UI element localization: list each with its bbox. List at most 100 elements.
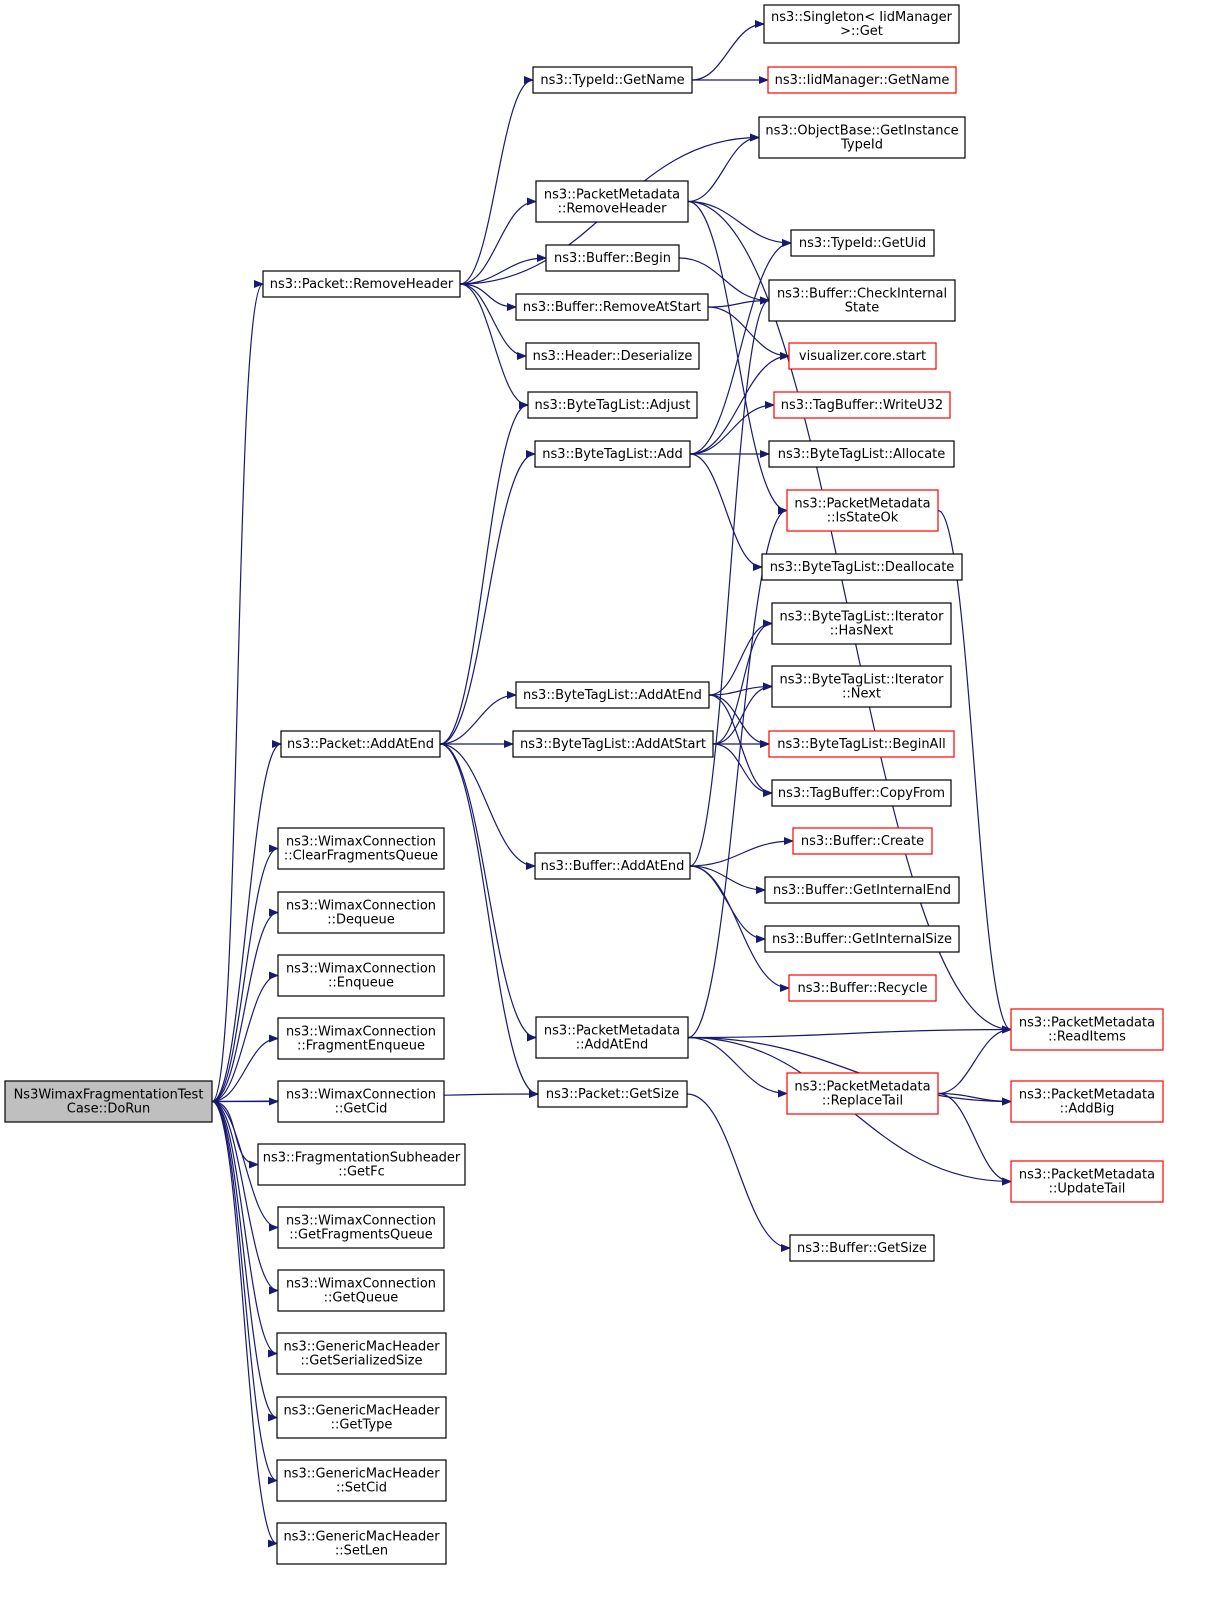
- node-buf-removeatstart[interactable]: ns3::Buffer::RemoveAtStart: [515, 293, 709, 321]
- node-buf-recycle[interactable]: ns3::Buffer::Recycle: [788, 974, 937, 1002]
- node-label: visualizer.core.start: [799, 349, 926, 364]
- node-box: [277, 827, 445, 870]
- edge-pkt-removeheader-to-typeid-getname: [459, 76, 534, 285]
- node-wc-dequeue[interactable]: ns3::WimaxConnection::Dequeue: [277, 891, 445, 934]
- node-pm-addbig[interactable]: ns3::PacketMetadata::AddBig: [1010, 1080, 1164, 1123]
- node-buf-getinternalsize[interactable]: ns3::Buffer::GetInternalSize: [764, 925, 960, 953]
- node-btl-addatstart[interactable]: ns3::ByteTagList::AddAtStart: [512, 730, 714, 758]
- node-wc-enqueue[interactable]: ns3::WimaxConnection::Enqueue: [277, 954, 445, 997]
- node-label: ns3::ByteTagList::AddAtStart: [520, 737, 706, 752]
- node-buf-begin[interactable]: ns3::Buffer::Begin: [545, 244, 680, 272]
- node-gmh-setlen[interactable]: ns3::GenericMacHeader::SetLen: [276, 1522, 447, 1565]
- node-wc-getfragq[interactable]: ns3::WimaxConnection::GetFragmentsQueue: [277, 1206, 445, 1249]
- node-label: ns3::Packet::AddAtEnd: [287, 737, 434, 752]
- node-wc-fragenq[interactable]: ns3::WimaxConnection::FragmentEnqueue: [277, 1017, 445, 1060]
- node-pm-updatetail[interactable]: ns3::PacketMetadata::UpdateTail: [1010, 1160, 1164, 1203]
- node-label: ::Enqueue: [328, 976, 394, 991]
- node-btl-beginall[interactable]: ns3::ByteTagList::BeginAll: [768, 730, 955, 758]
- node-box: [535, 180, 689, 223]
- node-layer: Ns3WimaxFragmentationTestCase::DoRunns3:…: [4, 4, 1164, 1565]
- node-box: [790, 229, 935, 257]
- node-label: ns3::PacketMetadata: [544, 1024, 680, 1039]
- node-btl-allocate[interactable]: ns3::ByteTagList::Allocate: [768, 440, 955, 468]
- node-buf-addatend[interactable]: ns3::Buffer::AddAtEnd: [534, 852, 691, 880]
- node-box: [786, 1072, 939, 1115]
- node-btli-hasnext[interactable]: ns3::ByteTagList::Iterator::HasNext: [771, 602, 952, 645]
- node-pkt-getsize[interactable]: ns3::Packet::GetSize: [537, 1080, 688, 1108]
- node-box: [262, 270, 461, 298]
- node-box: [773, 391, 951, 419]
- node-label: ::SetLen: [335, 1544, 388, 1559]
- node-pkt-removeheader[interactable]: ns3::Packet::RemoveHeader: [262, 270, 461, 298]
- node-frag-getfc[interactable]: ns3::FragmentationSubheader::GetFc: [257, 1143, 466, 1186]
- edge-root-to-pkt-addatend: [211, 740, 282, 1103]
- node-label: ns3::TypeId::GetName: [540, 73, 684, 88]
- node-pm-replacetail[interactable]: ns3::PacketMetadata::ReplaceTail: [786, 1072, 939, 1115]
- node-buf-create[interactable]: ns3::Buffer::Create: [792, 827, 933, 855]
- node-tb-copyfrom[interactable]: ns3::TagBuffer::CopyFrom: [771, 779, 952, 807]
- node-label: ns3::GenericMacHeader: [283, 1530, 440, 1545]
- node-label: ns3::PacketMetadata: [794, 1080, 930, 1095]
- edge-pm-addatend-to-pm-readitems: [687, 1025, 1012, 1039]
- node-pm-removeheader[interactable]: ns3::PacketMetadata::RemoveHeader: [535, 180, 689, 223]
- edge-btl-add-to-vis-start: [689, 352, 790, 455]
- node-vis-start[interactable]: visualizer.core.start: [788, 342, 937, 370]
- node-pm-isstateok[interactable]: ns3::PacketMetadata::IsStateOk: [786, 489, 939, 532]
- edge-buf-removeatstart-to-buf-checkinternal: [707, 296, 770, 308]
- node-btl-adjust[interactable]: ns3::ByteTagList::Adjust: [527, 391, 698, 419]
- node-btl-add[interactable]: ns3::ByteTagList::Add: [534, 440, 691, 468]
- node-box: [788, 342, 937, 370]
- node-iid-getname[interactable]: ns3::IidManager::GetName: [767, 66, 957, 94]
- node-wc-getqueue[interactable]: ns3::WimaxConnection::GetQueue: [277, 1269, 445, 1312]
- node-label: ns3::ObjectBase::GetInstance: [765, 124, 958, 139]
- node-label: ::IsStateOk: [827, 511, 899, 526]
- node-label: Ns3WimaxFragmentationTest: [14, 1088, 204, 1103]
- edge-root-to-gmh-getsersize: [211, 1100, 278, 1358]
- node-box: [525, 342, 700, 370]
- node-label: ::ReplaceTail: [822, 1094, 903, 1109]
- edge-typeid-getname-to-singleton-get: [691, 20, 765, 81]
- edge-root-to-wc-getqueue: [211, 1100, 279, 1295]
- node-btl-deallocate[interactable]: ns3::ByteTagList::Deallocate: [761, 553, 963, 581]
- edge-root-to-gmh-gettype: [211, 1100, 278, 1422]
- node-singleton-get[interactable]: ns3::Singleton< IidManager >::Get: [763, 4, 960, 44]
- node-label: ns3::TagBuffer::CopyFrom: [778, 786, 945, 801]
- node-hdr-deserialize[interactable]: ns3::Header::Deserialize: [525, 342, 700, 370]
- edge-pkt-removeheader-to-hdr-deserialize: [459, 283, 527, 360]
- node-gmh-setcid[interactable]: ns3::GenericMacHeader::SetCid: [276, 1459, 447, 1502]
- node-wc-getcid[interactable]: ns3::WimaxConnection::GetCid: [277, 1080, 445, 1123]
- node-buf-getsize[interactable]: ns3::Buffer::GetSize: [789, 1234, 935, 1262]
- node-box: [537, 1080, 688, 1108]
- node-pm-addatend[interactable]: ns3::PacketMetadata::AddAtEnd: [535, 1016, 689, 1059]
- node-label: ::GetFc: [338, 1165, 385, 1180]
- node-label: ::GetType: [331, 1418, 393, 1433]
- node-label: ns3::Buffer::CheckInternal: [777, 287, 947, 302]
- node-buf-getinternalend[interactable]: ns3::Buffer::GetInternalEnd: [764, 876, 960, 904]
- node-gmh-getsersize[interactable]: ns3::GenericMacHeader::GetSerializedSize: [276, 1332, 447, 1375]
- node-typeid-getname[interactable]: ns3::TypeId::GetName: [532, 66, 693, 94]
- node-box: [1010, 1008, 1164, 1051]
- node-box: [276, 1396, 447, 1439]
- node-label: ns3::TagBuffer::WriteU32: [781, 398, 943, 413]
- node-label: ns3::GenericMacHeader: [283, 1467, 440, 1482]
- node-btli-next[interactable]: ns3::ByteTagList::Iterator::Next: [771, 665, 952, 708]
- edge-pm-replacetail-to-pm-addbig: [937, 1092, 1012, 1106]
- node-btl-addatend[interactable]: ns3::ByteTagList::AddAtEnd: [515, 681, 710, 709]
- node-pkt-addatend[interactable]: ns3::Packet::AddAtEnd: [280, 730, 441, 758]
- edge-btl-add-to-btl-deallocate: [689, 453, 763, 571]
- node-tb-writeu32[interactable]: ns3::TagBuffer::WriteU32: [773, 391, 951, 419]
- edge-root-to-pkt-removeheader: [211, 280, 264, 1103]
- node-label: ::HasNext: [830, 624, 894, 639]
- node-typeid-getuid[interactable]: ns3::TypeId::GetUid: [790, 229, 935, 257]
- edge-root-to-wc-dequeue: [211, 908, 279, 1103]
- node-label: ns3::FragmentationSubheader: [263, 1151, 461, 1166]
- node-pm-readitems[interactable]: ns3::PacketMetadata::ReadItems: [1010, 1008, 1164, 1051]
- node-label: ns3::ByteTagList::Deallocate: [770, 560, 955, 575]
- edge-buf-addatend-to-buf-checkinternal: [689, 296, 770, 867]
- node-label: ns3::Buffer::GetSize: [797, 1241, 927, 1256]
- node-wc-clearfragq[interactable]: ns3::WimaxConnection::ClearFragmentsQueu…: [277, 827, 445, 870]
- node-box: [771, 602, 952, 645]
- node-gmh-gettype[interactable]: ns3::GenericMacHeader::GetType: [276, 1396, 447, 1439]
